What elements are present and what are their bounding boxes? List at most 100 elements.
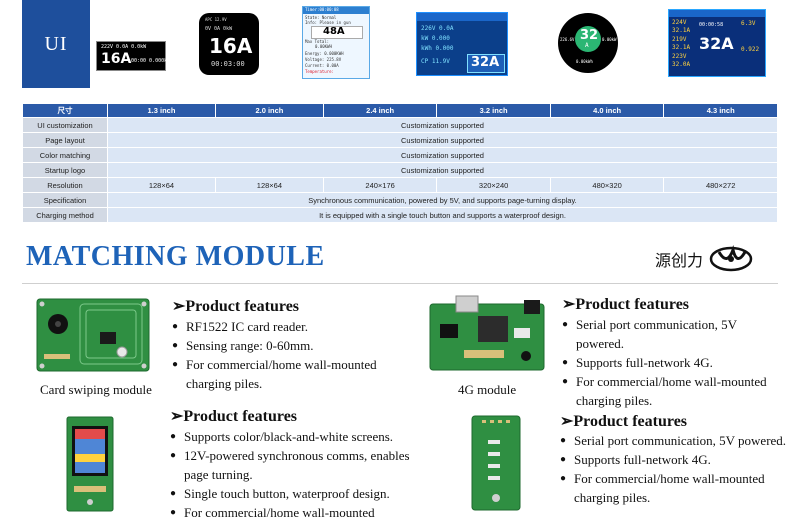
screen-text: 219V xyxy=(672,36,687,43)
screen-1-3-inch: 222V 0.0A 0.0kW 16A 00:00 0.000kWh xyxy=(96,41,173,71)
feature-list: Supports color/black-and-white screens. … xyxy=(170,427,410,522)
screen-text: kW 0.000 xyxy=(421,35,450,42)
list-item: Serial port communication, 5V powered. xyxy=(562,315,787,353)
module-caption: Card swiping module xyxy=(40,382,152,397)
screen-text: Current: 0.00A xyxy=(305,63,339,68)
list-item: Supports full-network 4G. xyxy=(562,353,787,372)
4g-module-image xyxy=(428,294,546,374)
list-item: For commercial/home wall-mounted chargin… xyxy=(172,355,387,393)
spec-table: 尺寸 1.3 inch 2.0 inch 2.4 inch 3.2 inch 4… xyxy=(22,103,778,223)
screen-big-value: 48A xyxy=(323,26,345,37)
screen-4-3-inch: 224V 32.1A 219V 32.1A 223V 32.0A 00:00:5… xyxy=(668,9,766,77)
column-header: 4.3 inch xyxy=(663,103,778,118)
display-module-image xyxy=(66,416,114,512)
column-header: 3.2 inch xyxy=(436,103,551,118)
feature-title: ➢Product features xyxy=(560,413,688,430)
screen-text: 226.6V xyxy=(560,37,575,42)
brand-name: 源创力 xyxy=(655,251,704,270)
row-label: Resolution xyxy=(22,177,108,193)
screen-text: CP 11.9V xyxy=(421,58,450,65)
table-cell: Customization supported xyxy=(107,117,778,133)
brand-emblem-icon xyxy=(709,244,753,272)
list-item: For commercial/home wall-mounted xyxy=(170,503,410,522)
list-item: Serial port communication, 5V powered. xyxy=(560,431,790,450)
screen-text: 224V xyxy=(672,19,687,26)
section-title: MATCHING MODULE xyxy=(26,241,325,272)
screen-text: APC 12.9V xyxy=(205,17,227,22)
screen-big-value: 32A xyxy=(699,34,734,53)
row-label: Page layout xyxy=(22,132,108,148)
divider xyxy=(22,283,778,284)
feature-list: Serial port communication, 5V powered. S… xyxy=(560,431,790,507)
ui-showcase-strip: UI 222V 0.0A 0.0kW 16A 00:00 0.000kWh AP… xyxy=(0,0,800,96)
screen-text: Energy: 0.000KWH xyxy=(305,51,344,56)
screen-big-value: 16A xyxy=(101,51,132,67)
list-item: For commercial/home wall-mounted chargin… xyxy=(560,469,790,507)
screen-text: 223V xyxy=(672,53,687,60)
feature-list: RF1522 IC card reader. Sensing range: 0-… xyxy=(172,317,387,393)
screen-big-value: 32A xyxy=(471,55,500,70)
table-cell: 480×320 xyxy=(549,177,665,193)
column-header: 2.4 inch xyxy=(322,103,438,118)
feature-title: ➢Product features xyxy=(562,296,690,313)
table-row: Charging method It is equipped with a si… xyxy=(22,207,778,223)
screen-2-0-inch: APC 12.9V 0V 0A 0kW 16A 00:03:00 xyxy=(199,13,259,75)
screen-text: 32.1A xyxy=(672,44,691,51)
list-item: RF1522 IC card reader. xyxy=(172,317,387,336)
table-cell: Customization supported xyxy=(107,132,778,148)
table-row: Color matching Customization supported xyxy=(22,147,778,163)
table-row: Startup logo Customization supported xyxy=(22,162,778,178)
column-header: 4.0 inch xyxy=(549,103,665,118)
screen-big-value: 32 xyxy=(580,28,599,43)
screen-text: Temperature: xyxy=(305,69,334,74)
table-row: Resolution 128×64 128×64 240×176 320×240… xyxy=(22,177,778,193)
screen-text: kWh 0.000 xyxy=(421,45,454,52)
screen-3-2-inch: 226V 0.0A kW 0.000 kWh 0.000 CP 11.9V 32… xyxy=(416,12,508,76)
table-cell: Customization supported xyxy=(107,147,778,163)
screen-text: 0.00kWh xyxy=(576,59,593,64)
screen-big-value: 16A xyxy=(209,34,253,58)
feature-title: ➢Product features xyxy=(172,298,300,315)
list-item: Single touch button, waterproof design. xyxy=(170,484,410,503)
table-cell: 128×64 xyxy=(107,177,216,193)
screen-text: 32.0A xyxy=(672,61,691,68)
ui-label: UI xyxy=(22,0,90,88)
screen-text: 6.3V xyxy=(741,20,756,27)
screen-text: Voltage: 225.8V xyxy=(305,57,342,62)
card-swiping-module-image xyxy=(36,298,150,372)
screen-text: Timer:00:00:08 xyxy=(305,7,339,12)
brand-logo: 源创力 xyxy=(655,244,753,274)
table-cell: 128×64 xyxy=(214,177,324,193)
table-row: UI customization Customization supported xyxy=(22,117,778,133)
table-cell: It is equipped with a single touch butto… xyxy=(107,207,778,223)
row-label: Color matching xyxy=(22,147,108,163)
screen-text: State: Normal xyxy=(305,15,337,20)
table-cell: 320×240 xyxy=(436,177,551,193)
list-item: 12V-powered synchronous comms, enables p… xyxy=(170,446,410,484)
screen-text: 00:00 0.000kWh xyxy=(131,58,174,64)
screen-text: 0.00KWH xyxy=(315,44,332,49)
screen-text: 0.922 xyxy=(741,46,760,53)
screen-time: 00:03:00 xyxy=(211,60,245,68)
screen-text: 226V 0.0A xyxy=(421,25,454,32)
list-item: Sensing range: 0-60mm. xyxy=(172,336,387,355)
row-label: UI customization xyxy=(22,117,108,133)
screen-text: 32.1A xyxy=(672,27,691,34)
table-cell: Synchronous communication, powered by 5V… xyxy=(107,192,778,208)
screen-text: 222V 0.0A 0.0kW xyxy=(101,44,147,50)
column-header: 2.0 inch xyxy=(214,103,324,118)
list-item: For commercial/home wall-mounted chargin… xyxy=(562,372,787,410)
screen-text: Max Total: xyxy=(305,39,330,44)
screen-4-0-inch: 32 A 226.6V 0.00kW 0.00kWh xyxy=(558,13,618,73)
table-row: Page layout Customization supported xyxy=(22,132,778,148)
list-item: Supports full-network 4G. xyxy=(560,450,790,469)
feature-list: Serial port communication, 5V powered. S… xyxy=(562,315,787,410)
feature-title: ➢Product features xyxy=(170,408,298,425)
screen-time: 00:00:58 xyxy=(699,22,724,28)
screen-unit: A xyxy=(585,42,589,49)
table-cell: Customization supported xyxy=(107,162,778,178)
row-label: Charging method xyxy=(22,207,108,223)
row-label: Specification xyxy=(22,192,108,208)
column-header: 尺寸 xyxy=(22,103,108,118)
screen-text: 0.00kW xyxy=(602,37,617,42)
